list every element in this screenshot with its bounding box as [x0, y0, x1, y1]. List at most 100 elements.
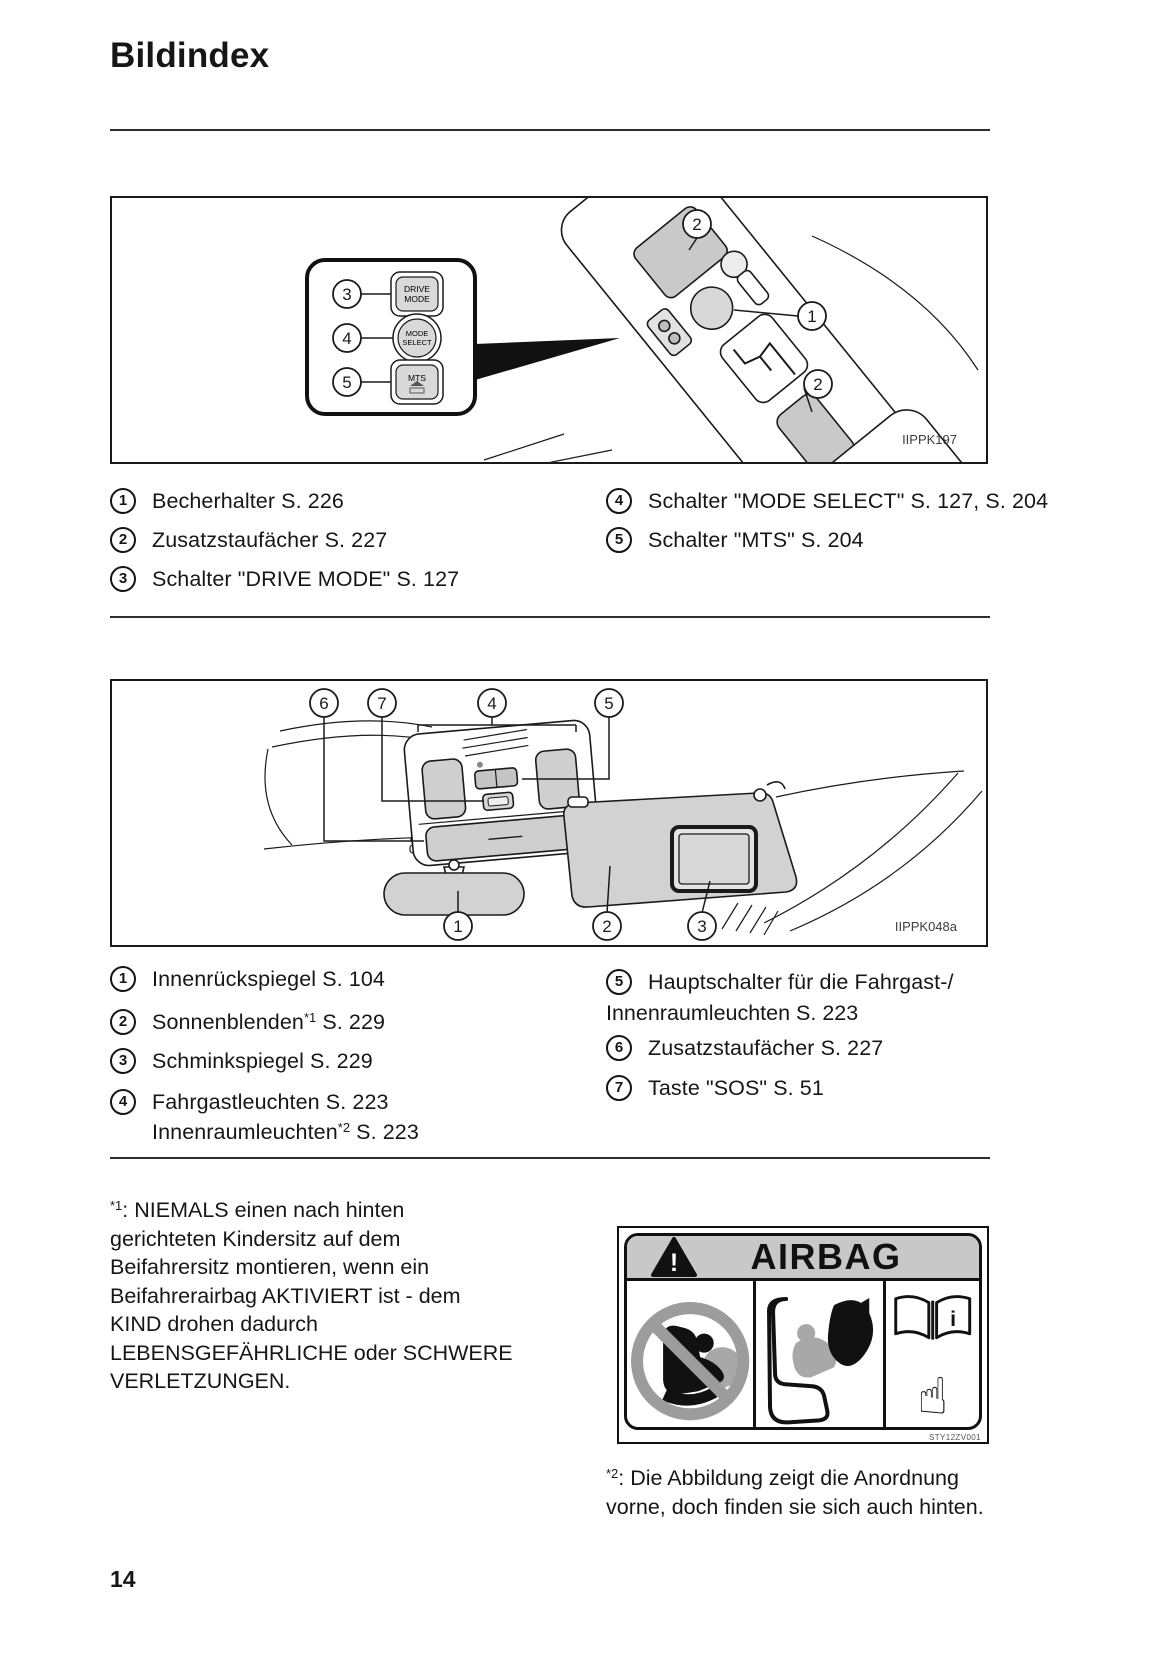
callout-2: 2 — [592, 911, 622, 941]
info-mark: i — [950, 1307, 956, 1331]
leader-3 — [701, 880, 711, 914]
legend-item: 5 Schalter "MTS" S. 204 — [606, 523, 864, 557]
callout-5: 5 — [594, 688, 624, 718]
item-number-badge: 1 — [110, 966, 136, 992]
a-pillar-line-1 — [763, 772, 959, 924]
map-light-left — [421, 758, 467, 820]
legend-item-label: Fahrgastleuchten S. 223 — [152, 1089, 389, 1114]
mts-pictogram-icon — [410, 381, 424, 386]
legend-item: 3 Schminkspiegel S. 229 — [110, 1044, 373, 1078]
rear-view-mirror — [383, 859, 525, 916]
leader-1 — [733, 309, 799, 317]
legend-item: 3 Schalter "DRIVE MODE" S. 127 — [110, 562, 459, 596]
legend-item-continuation: Innenraumleuchten*2 S. 223 — [152, 1120, 419, 1144]
console-diagram-illustration: DRIVE MODE MODE SELECT MTS 2 3 4 — [305, 198, 979, 462]
drive-mode-label-2: MODE — [404, 294, 430, 304]
airbag-pictogram-deployment — [753, 1281, 882, 1427]
switch-cluster — [646, 308, 693, 357]
legend-item-continuation: Innenraumleuchten S. 223 — [606, 1001, 859, 1025]
legend-item: 4 Schalter "MODE SELECT" S. 127, S. 204 — [606, 484, 1048, 518]
drive-mode-label-1: DRIVE — [404, 284, 430, 294]
legend-item-label: Sonnenblenden*1 S. 229 — [152, 1009, 386, 1034]
legend-item: 4 Fahrgastleuchten S. 223 — [110, 1085, 389, 1119]
legend-item: 1 Innenrückspiegel S. 104 — [110, 962, 385, 996]
housing-divider — [418, 808, 589, 825]
leader-6 — [323, 717, 424, 842]
mts-label: MTS — [408, 373, 426, 383]
lens-slot — [488, 835, 523, 840]
svg-text:2: 2 — [692, 215, 701, 234]
mts-pictogram-base — [409, 387, 425, 394]
leader-4-bracket — [417, 717, 577, 732]
pointing-hand-icon: ☝ — [917, 1368, 948, 1425]
legend-item: 2 Zusatzstaufächer S. 227 — [110, 523, 387, 557]
pointer-arrow — [475, 338, 620, 380]
legend-item-label: Schalter "MTS" S. 204 — [648, 527, 864, 552]
switch-button-a — [658, 319, 671, 333]
airbag-deployment-icon — [767, 1297, 874, 1425]
title-divider — [110, 129, 990, 131]
callout-2-side: 2 — [803, 369, 833, 399]
pillar-hatch-marks — [721, 902, 779, 936]
callout-4: 4 — [332, 323, 362, 353]
callout-3: 3 — [687, 911, 717, 941]
section-divider — [110, 616, 990, 618]
leader-7 — [381, 717, 484, 802]
legend-item-label: Schalter "DRIVE MODE" S. 127 — [152, 566, 460, 591]
svg-text:5: 5 — [342, 373, 351, 392]
legend-item: 2 Sonnenblenden*1 S. 229 — [110, 1005, 385, 1039]
shift-gate — [719, 313, 809, 404]
visor-clip — [567, 796, 589, 808]
item-number-badge: 5 — [606, 969, 632, 995]
center-console — [560, 198, 977, 462]
item-number-badge: 3 — [110, 1048, 136, 1074]
legend-item-label: Taste "SOS" S. 51 — [648, 1075, 824, 1100]
legend-item: 1 Becherhalter S. 226 — [110, 484, 344, 518]
item-number-badge: 1 — [110, 488, 136, 514]
mode-select-label-2: SELECT — [402, 338, 432, 347]
item-number-badge: 4 — [110, 1089, 136, 1115]
mirror-glass — [383, 872, 525, 916]
left-pillar-line — [264, 748, 293, 846]
overhead-diagram-illustration: 6 7 4 5 1 2 3 IIPPK048a — [263, 688, 983, 941]
airbag-label-frame: ! AIRBAG — [624, 1233, 982, 1430]
cup-holder — [689, 286, 734, 330]
item-number-badge: 5 — [606, 527, 632, 553]
roof-line-1 — [279, 720, 433, 732]
visor-hinge — [766, 781, 786, 790]
sensor-dot — [476, 761, 483, 768]
svg-text:1: 1 — [453, 917, 462, 936]
legend-item: 6 Zusatzstaufächer S. 227 — [606, 1031, 883, 1065]
sill-line-2 — [548, 449, 613, 462]
switch-divider — [494, 769, 498, 788]
mode-select-label-1: MODE — [406, 329, 429, 338]
svg-text:4: 4 — [487, 694, 496, 713]
mode-select-button — [397, 318, 437, 358]
legend-item-label: Zusatzstaufächer S. 227 — [648, 1035, 884, 1060]
item-number-badge: 4 — [606, 488, 632, 514]
sun-visor — [562, 781, 798, 908]
callout-7: 7 — [367, 688, 397, 718]
airbag-title: AIRBAG — [750, 1236, 902, 1277]
switch-button-b — [668, 332, 681, 345]
vanity-mirror-glass — [678, 833, 750, 885]
leader-2-side — [803, 387, 813, 413]
leader-2-top — [688, 237, 698, 251]
callout-5: 5 — [332, 367, 362, 397]
item-number-badge: 2 — [110, 1009, 136, 1035]
svg-text:7: 7 — [377, 694, 386, 713]
visor-pivot — [753, 788, 767, 802]
airbag-pictogram-prohibited — [627, 1281, 753, 1427]
svg-text:3: 3 — [697, 917, 706, 936]
svg-text:2: 2 — [602, 917, 611, 936]
svg-text:5: 5 — [604, 694, 613, 713]
legend-item: 5 Hauptschalter für die Fahrgast-/ — [606, 965, 954, 999]
leader-2 — [606, 865, 611, 914]
airbag-label-header: ! AIRBAG — [627, 1236, 979, 1281]
prohibited-child-seat-icon — [631, 1302, 750, 1421]
legend-item-label: Schalter "MODE SELECT" S. 127, S. 204 — [648, 488, 1049, 513]
figure-console-diagram: DRIVE MODE MODE SELECT MTS 2 3 4 — [110, 196, 988, 464]
sill-line — [483, 433, 565, 461]
shift-boot — [736, 269, 770, 306]
